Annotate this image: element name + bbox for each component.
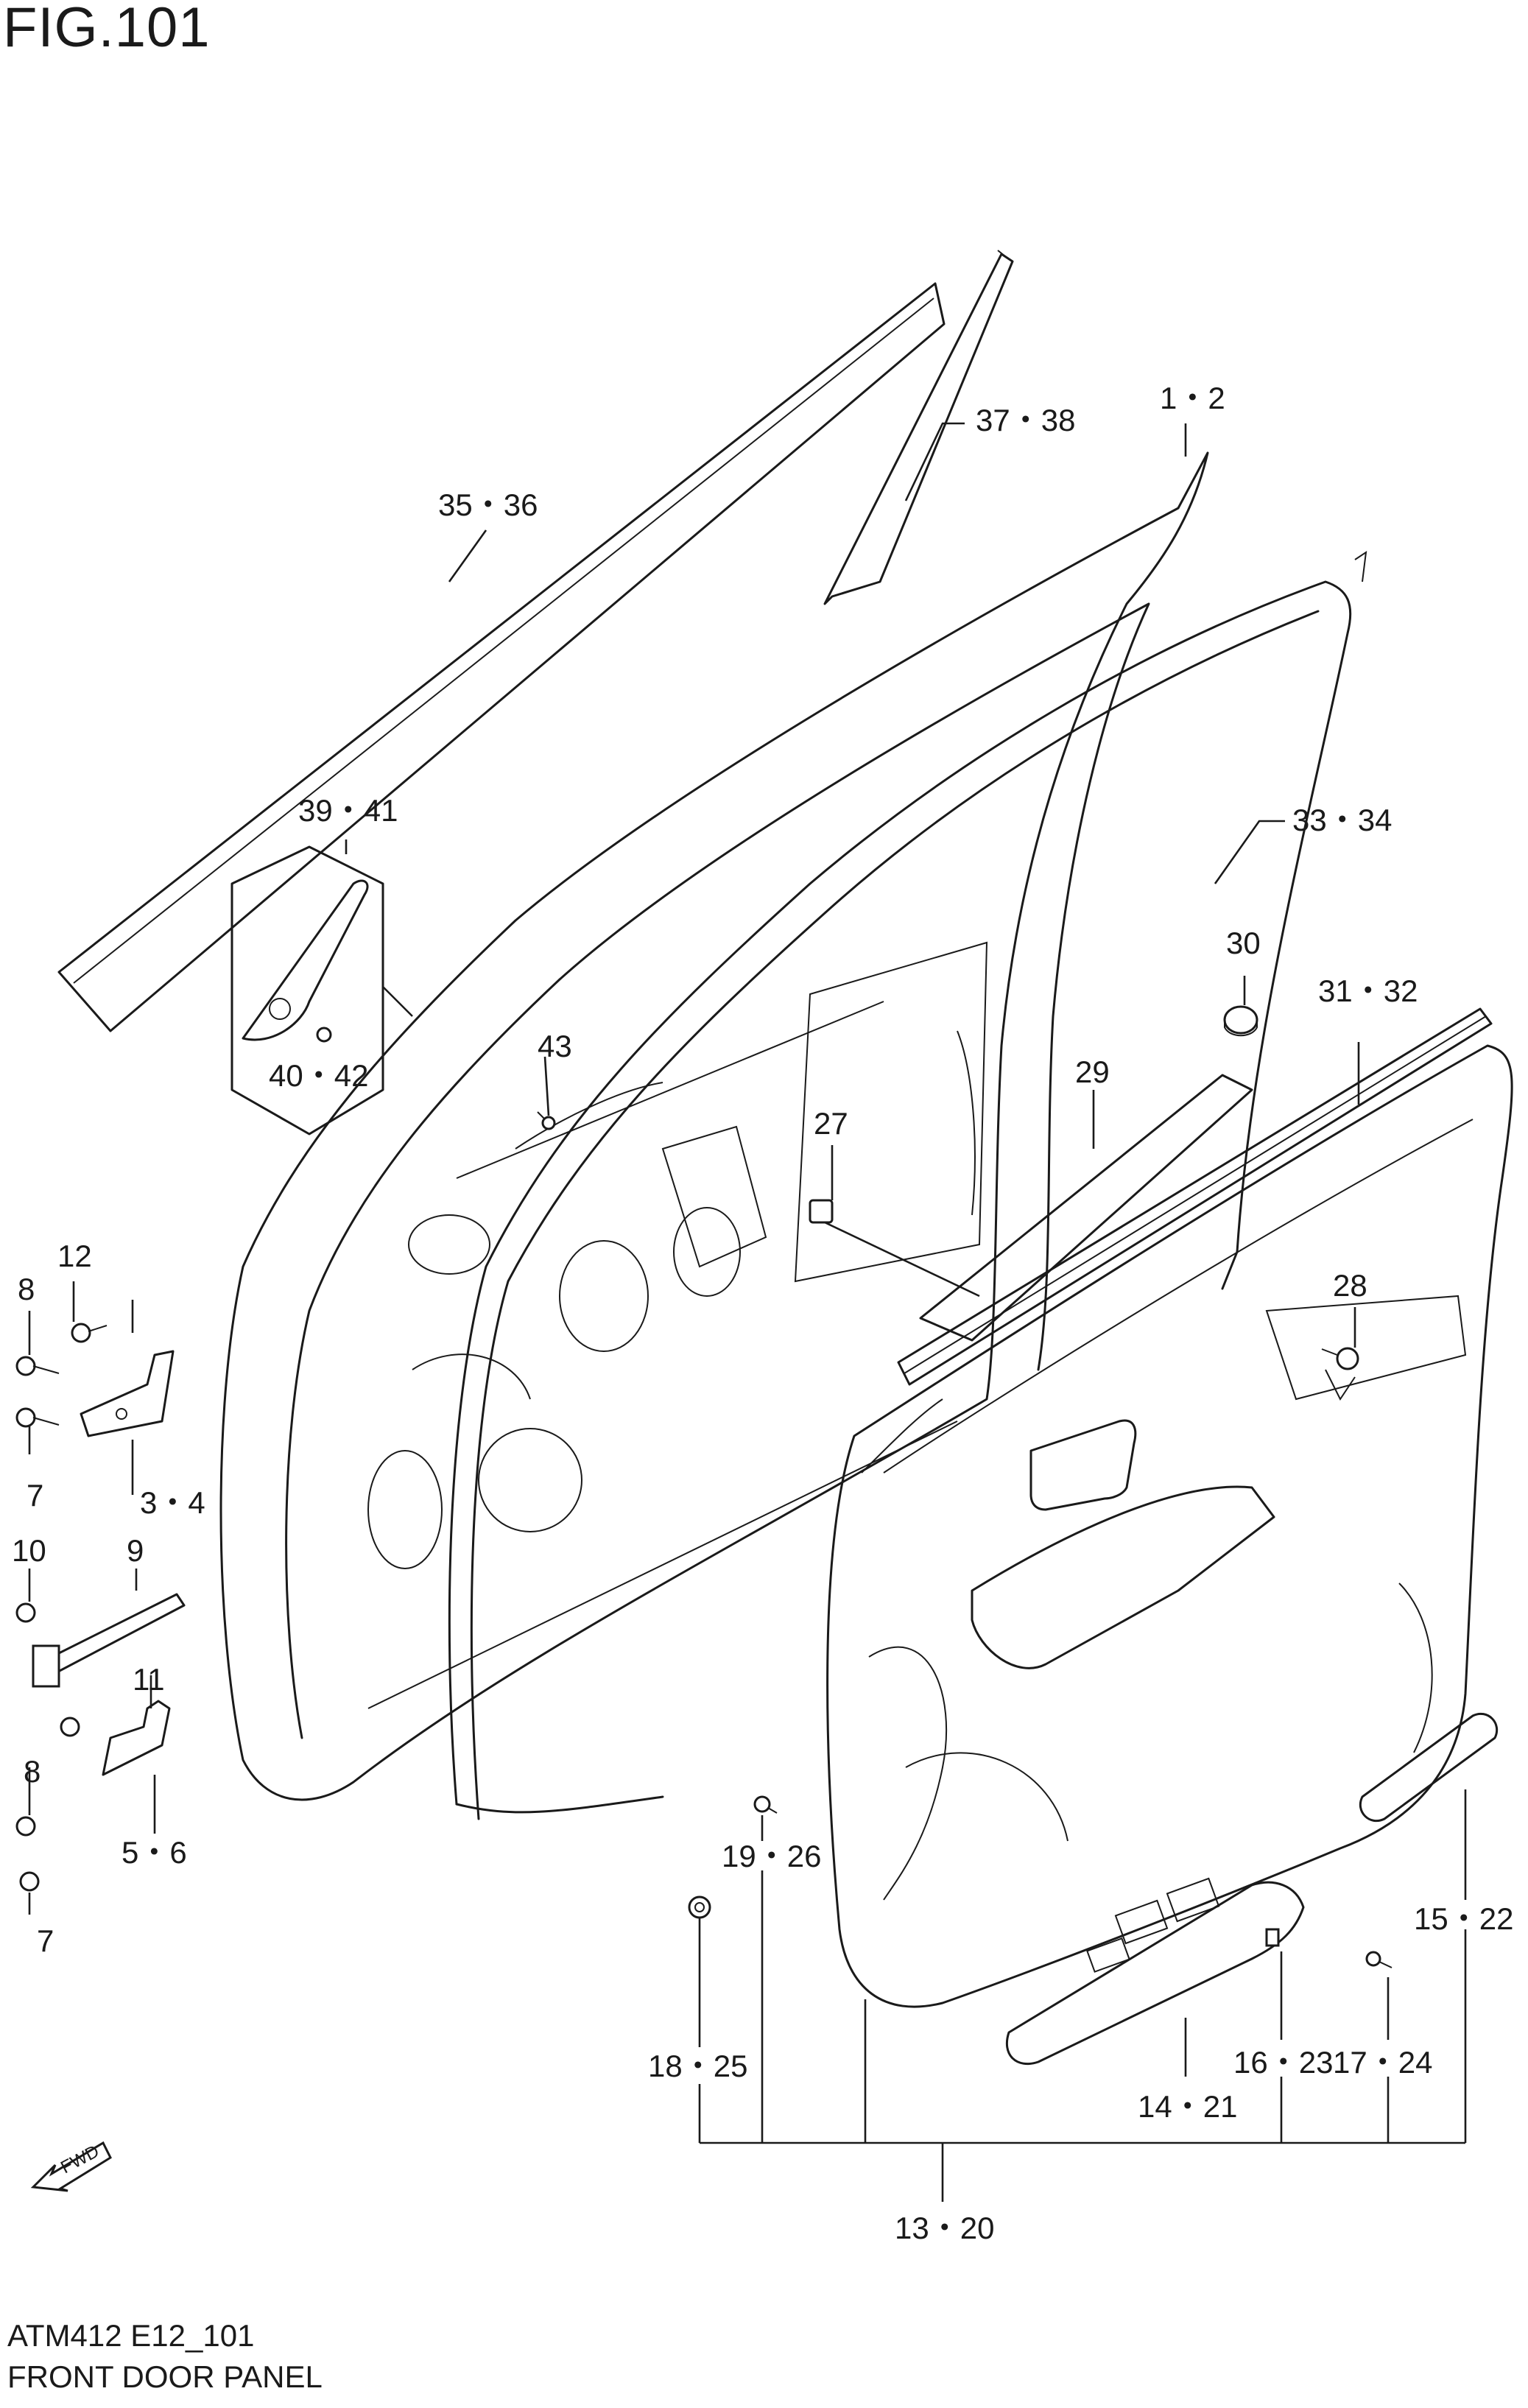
callout-18-25: 18・25 xyxy=(648,2049,747,2083)
part-clip-18-25 xyxy=(688,1895,711,1919)
fwd-arrow-icon: FWD xyxy=(30,2141,112,2192)
callout-27: 27 xyxy=(814,1106,848,1141)
part-screw-28 xyxy=(1321,1347,1359,1370)
part-pull-pocket-15-22 xyxy=(1359,1712,1499,1823)
part-switch-bezel-14-21 xyxy=(1005,1877,1305,2066)
callout-7-lower: 7 xyxy=(37,1923,54,1958)
callout-37-38: 37・38 xyxy=(976,403,1075,437)
callout-8-upper: 8 xyxy=(18,1272,35,1306)
part-door-frame-1-2 xyxy=(219,451,1209,1801)
part-clip-27 xyxy=(809,1199,834,1224)
callout-9: 9 xyxy=(127,1533,144,1568)
part-screw-17-24 xyxy=(1365,1951,1393,1968)
callout-28: 28 xyxy=(1333,1268,1367,1303)
callout-43: 43 xyxy=(538,1029,572,1063)
callout-16-23: 16・23 xyxy=(1233,2045,1333,2080)
part-belt-molding-31-32 xyxy=(897,1007,1493,1386)
callout-33-34: 33・34 xyxy=(1292,803,1392,837)
part-mirror-cover-39-41 xyxy=(230,845,384,1136)
part-screw-43 xyxy=(537,1111,556,1130)
callout-40-42: 40・42 xyxy=(269,1058,368,1093)
callout-10: 10 xyxy=(12,1533,46,1568)
callout-11: 11 xyxy=(133,1662,165,1697)
callout-19-26: 19・26 xyxy=(722,1839,821,1873)
part-clip-16-23 xyxy=(1265,1928,1280,1947)
part-screw-19-26 xyxy=(753,1795,778,1814)
callout-13-20: 13・20 xyxy=(895,2211,994,2245)
callout-35-36: 35・36 xyxy=(438,487,538,522)
callout-30: 30 xyxy=(1226,926,1261,960)
callout-8-lower: 8 xyxy=(24,1754,41,1789)
figure-title: FIG.101 xyxy=(3,0,211,59)
part-door-trim-13-20 xyxy=(826,1044,1513,2008)
diagram-name: FRONT DOOR PANEL xyxy=(7,2359,323,2394)
callout-29: 29 xyxy=(1075,1055,1110,1089)
diagram-code: ATM412 E12_101 xyxy=(7,2318,255,2353)
callout-7-upper: 7 xyxy=(27,1478,43,1513)
callout-15-22: 15・22 xyxy=(1414,1901,1513,1936)
part-upper-hinge-3-4 xyxy=(15,1323,175,1437)
part-weatherstrip-33-34 xyxy=(448,550,1367,1820)
part-molding-35-36 xyxy=(57,282,946,1032)
part-lower-hinge-5-6 xyxy=(15,1700,171,1892)
callout-1-2: 1・2 xyxy=(1160,381,1225,415)
part-sealing-sheet-29 xyxy=(919,1074,1253,1342)
part-pillar-garnish-37-38 xyxy=(823,250,1014,605)
part-door-check-9 xyxy=(15,1593,186,1688)
part-plug-30 xyxy=(1223,1005,1258,1037)
callout-5-6: 5・6 xyxy=(122,1835,187,1870)
leader-lines xyxy=(28,422,1467,2202)
callout-14-21: 14・21 xyxy=(1138,2089,1237,2124)
callout-31-32: 31・32 xyxy=(1318,974,1418,1008)
callout-3-4: 3・4 xyxy=(140,1485,205,1520)
callout-17-24: 17・24 xyxy=(1333,2045,1432,2080)
callout-12: 12 xyxy=(57,1239,92,1273)
callout-39-41: 39・41 xyxy=(298,793,398,828)
